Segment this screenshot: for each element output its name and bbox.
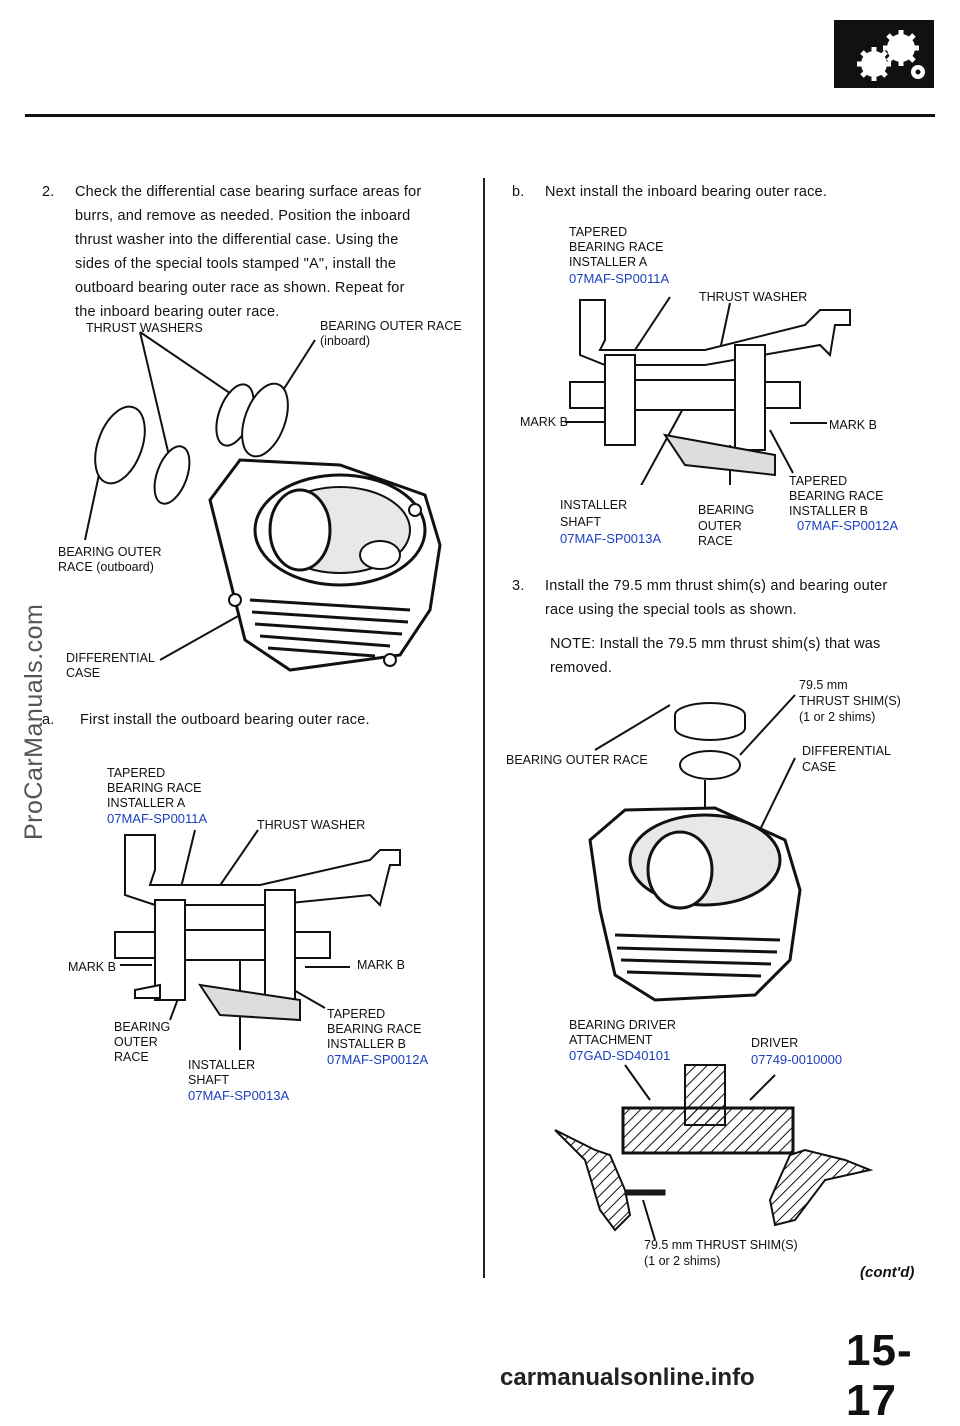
step-line: outboard bearing outer race as shown. Re…: [75, 280, 405, 296]
label-thrust-washer: THRUST WASHER: [257, 818, 366, 832]
part-number: 07MAF-SP0013A: [188, 1088, 290, 1103]
leader-line: [84, 469, 101, 541]
label-race: RACE: [698, 534, 733, 548]
figure-shim-install: [554, 694, 874, 1241]
part-number: 07MAF-SP0013A: [560, 531, 662, 546]
part-number: 07GAD-SD40101: [569, 1048, 671, 1063]
figure-inboard-install: [565, 296, 851, 485]
label-bearing-race: BEARING RACE: [789, 489, 884, 503]
label-case: CASE: [66, 666, 101, 680]
label-installer-a: INSTALLER A: [107, 796, 186, 810]
label-shaft: SHAFT: [188, 1073, 229, 1087]
label-installer-a: INSTALLER A: [569, 255, 648, 269]
part-number: 07749-0010000: [751, 1052, 843, 1067]
step-line: Install the 79.5 mm thrust shim(s) and b…: [545, 578, 888, 594]
label-bearing-outer-race: BEARING OUTER RACE: [506, 753, 648, 767]
step-b: b. Next install the inboard bearing oute…: [512, 180, 827, 204]
step-text: First install the outboard bearing outer…: [80, 712, 370, 728]
step-line: sides of the special tools stamped "A", …: [75, 256, 397, 272]
part-number: 07MAF-SP0011A: [107, 811, 208, 826]
note-line: removed.: [550, 660, 613, 676]
label-shaft: SHAFT: [560, 515, 601, 529]
label-attachment: ATTACHMENT: [569, 1033, 653, 1047]
label-bearing-driver: BEARING DRIVER: [569, 1018, 676, 1032]
step-number: 3.: [512, 578, 525, 594]
figure-differential-case-exploded: [84, 331, 442, 672]
label-bearing-race: BEARING RACE: [327, 1022, 422, 1036]
figure-outboard-install: [114, 829, 401, 1050]
leader-line: [139, 331, 241, 401]
label-shim-count-bottom: (1 or 2 shims): [644, 1254, 721, 1268]
step-line: race using the special tools as shown.: [545, 602, 797, 618]
label-bearing: BEARING: [698, 503, 755, 517]
footer-watermark: carmanualsonline.info: [500, 1364, 755, 1391]
label-differential: DIFFERENTIAL: [802, 744, 891, 758]
label-mark-b: MARK B: [357, 958, 405, 972]
step-a: a. First install the outboard bearing ou…: [42, 708, 369, 732]
label-outer: OUTER: [698, 519, 742, 533]
step-number: 2.: [42, 184, 55, 200]
leader-line: [159, 614, 241, 661]
label-installer-b: INSTALLER B: [327, 1037, 406, 1051]
step-number: b.: [512, 184, 525, 200]
label-bearing: BEARING: [114, 1020, 171, 1034]
label-mark-b: MARK B: [829, 418, 877, 432]
header-rule: [25, 114, 935, 117]
label-tapered: TAPERED: [327, 1007, 386, 1021]
label-bearing-race: BEARING RACE: [107, 781, 202, 795]
label-thrust-shim: THRUST SHIM(S): [799, 694, 901, 708]
label-installer-b: INSTALLER B: [789, 504, 868, 518]
note-line: NOTE: Install the 79.5 mm thrust shim(s)…: [550, 636, 881, 652]
label-installer: INSTALLER: [188, 1058, 256, 1072]
step-text: Next install the inboard bearing outer r…: [545, 184, 828, 200]
part-number: 07MAF-SP0012A: [327, 1052, 429, 1067]
step-number: a.: [42, 712, 55, 728]
part-number: 07MAF-SP0012A: [797, 518, 899, 533]
label-shim-count: (1 or 2 shims): [799, 710, 876, 724]
label-installer: INSTALLER: [560, 498, 628, 512]
label-shim-size: 79.5 mm: [799, 678, 848, 692]
label-outboard: RACE (outboard): [58, 560, 154, 574]
part-number: 07MAF-SP0011A: [569, 271, 670, 286]
step-line: Check the differential case bearing surf…: [75, 184, 422, 200]
label-driver: DRIVER: [751, 1036, 799, 1050]
label-thrust-washer: THRUST WASHER: [699, 290, 808, 304]
label-bearing-race: BEARING RACE: [569, 240, 664, 254]
label-bearing-outer-race-outboard: BEARING OUTER: [58, 545, 162, 559]
gears-logo-icon: [834, 20, 934, 88]
leader-line: [139, 331, 171, 461]
label-tapered: TAPERED: [569, 225, 628, 239]
leader-line: [279, 339, 316, 396]
label-case: CASE: [802, 760, 837, 774]
page-number: 15-17: [846, 1326, 913, 1425]
label-differential-case: DIFFERENTIAL: [66, 651, 155, 665]
label-race: RACE: [114, 1050, 149, 1064]
label-mark-b: MARK B: [68, 960, 116, 974]
label-thrust-washers: THRUST WASHERS: [86, 321, 203, 335]
label-outer: OUTER: [114, 1035, 158, 1049]
label-thrust-shim-bottom: 79.5 mm THRUST SHIM(S): [644, 1238, 798, 1252]
label-mark-b: MARK B: [520, 415, 568, 429]
continued-marker: (cont'd): [860, 1264, 915, 1281]
label-bearing-outer-race-inboard: BEARING OUTER RACE: [320, 319, 462, 333]
column-divider: [483, 178, 485, 1278]
label-tapered: TAPERED: [107, 766, 166, 780]
label-inboard: (inboard): [320, 334, 371, 348]
step-line: thrust washer into the differential case…: [75, 232, 399, 248]
step-line: burrs, and remove as needed. Position th…: [75, 208, 411, 224]
label-tapered: TAPERED: [789, 474, 848, 488]
step-line: the inboard bearing outer race.: [75, 304, 280, 320]
